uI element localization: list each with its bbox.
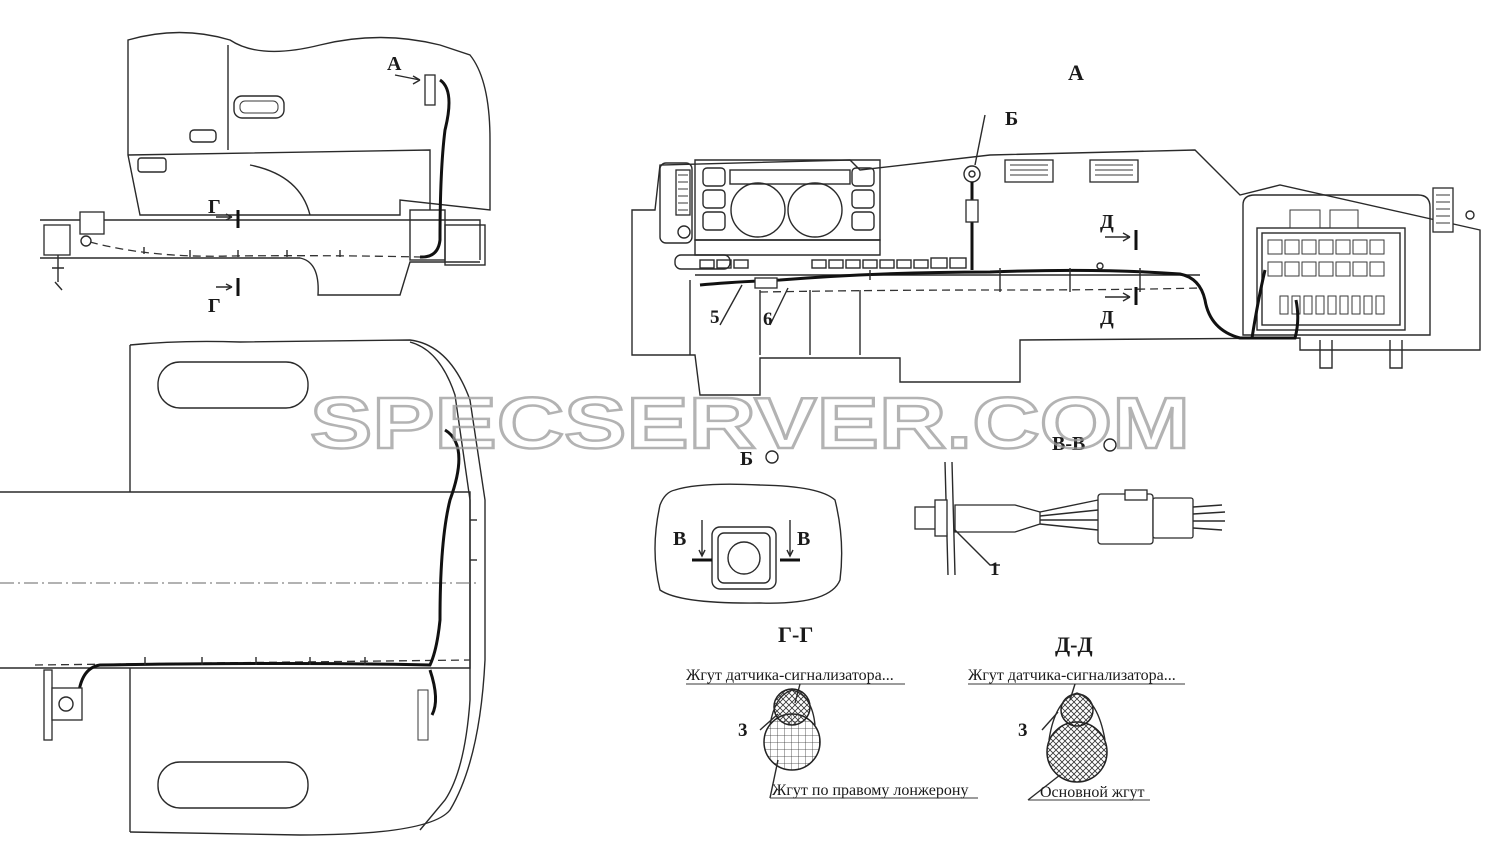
- view-a-dashboard: А: [631, 60, 1481, 396]
- dd-sensor-harness-caption: Жгут датчика-сигнализатора...: [968, 667, 1176, 684]
- section-vv: В-В 1: [914, 433, 1226, 580]
- section-gg: Г-Г Жгут датчика-сигнализатора... 3 Жгут…: [686, 622, 978, 799]
- callout-3-gg: 3: [738, 720, 748, 741]
- gg-right-spar-caption: Жгут по правому лонжерону: [772, 782, 968, 799]
- callout-1: 1: [990, 559, 1000, 580]
- cab-top-view: [0, 339, 486, 836]
- section-d-label-bottom: Д: [1100, 307, 1114, 329]
- section-g-label-bottom: Г: [208, 295, 221, 317]
- section-g-label-top: Г: [208, 196, 221, 218]
- view-arrow-a-label: А: [387, 53, 402, 75]
- section-d-label-top: Д: [1100, 211, 1114, 233]
- callout-5: 5: [710, 307, 720, 328]
- section-v-left-label: В: [673, 528, 686, 550]
- view-b-label: Б: [1005, 108, 1018, 130]
- detail-b: Б В В: [654, 448, 843, 604]
- cab-side-view: А Г Г: [40, 31, 491, 317]
- section-gg-title: Г-Г: [778, 622, 813, 647]
- view-a-title: А: [1068, 60, 1084, 85]
- callout-3-dd: 3: [1018, 720, 1028, 741]
- watermark: SPECSERVER.COM: [310, 384, 1190, 464]
- dd-main-harness-caption: Основной жгут: [1040, 784, 1145, 801]
- gg-sensor-harness-caption: Жгут датчика-сигнализатора...: [686, 667, 894, 684]
- callout-6: 6: [763, 309, 773, 330]
- section-v-right-label: В: [797, 528, 810, 550]
- section-vv-title: В-В: [1052, 433, 1085, 455]
- section-dd-title: Д-Д: [1055, 632, 1093, 657]
- detail-b-title: Б: [740, 448, 753, 470]
- section-dd: Д-Д Жгут датчика-сигнализатора... 3 Осно…: [968, 632, 1185, 801]
